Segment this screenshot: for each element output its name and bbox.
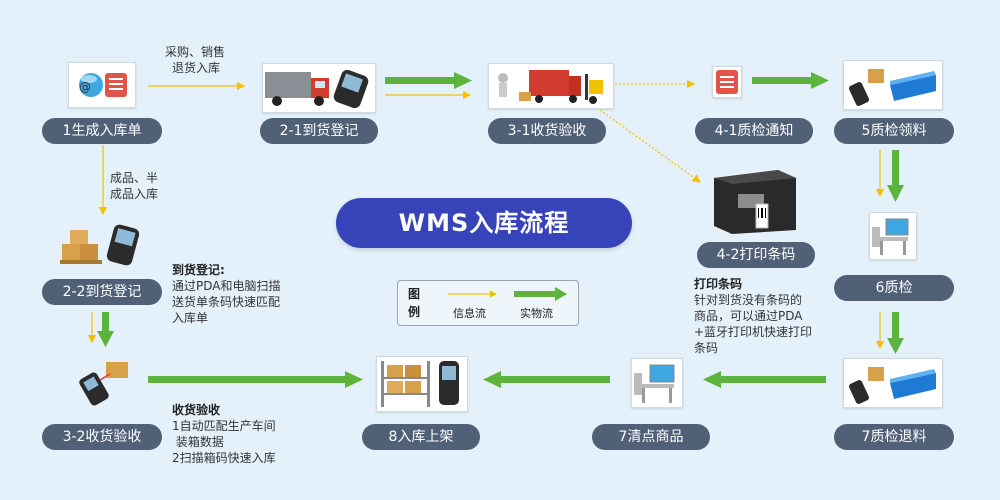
pda-bins-icon	[843, 60, 943, 110]
computer-desk-icon	[631, 358, 683, 408]
diagram-title: WMS入库流程	[336, 198, 632, 248]
legend-info-label: 信息流	[453, 307, 486, 320]
finished-label-line1: 成品、半	[110, 171, 159, 185]
receive-note-line: 装箱数据	[172, 435, 224, 449]
form-icon	[712, 66, 742, 98]
arrival-note-title: 到货登记:	[172, 263, 225, 277]
node-4-2-label: 4-2打印条码	[697, 242, 815, 268]
material-arrow-3-2-to-8	[148, 371, 363, 388]
node-7a-label: 7清点商品	[592, 424, 710, 450]
email-form-icon: @	[68, 62, 136, 108]
truck-forklift-icon	[488, 63, 614, 109]
legend-title-line2: 例	[408, 305, 421, 319]
purchase-label-line1: 采购、销售	[165, 45, 226, 59]
print-note-title: 打印条码	[694, 277, 743, 291]
receive-note-line: 1自动匹配生产车间	[172, 419, 276, 433]
print-note-line: +蓝牙打印机快速打印	[694, 325, 813, 339]
material-arrow-5-to-6	[887, 150, 904, 202]
computer-desk-icon	[869, 212, 917, 260]
material-arrow-2-1-to-3-1	[385, 72, 472, 89]
node-5-label: 5质检领料	[834, 118, 954, 144]
node-7b-label: 7质检退料	[834, 424, 954, 450]
legend-swatches	[448, 287, 567, 301]
pda-bins-icon	[843, 358, 943, 408]
node-2-2-label: 2-2到货登记	[42, 279, 162, 305]
boxes-pda-icon	[58, 220, 144, 270]
purchase-label-line2: 退货入库	[172, 61, 221, 75]
node-2-1-label: 2-1到货登记	[260, 118, 378, 144]
legend-title: 图 例	[408, 285, 422, 321]
arrival-note-line: 通过PDA和电脑扫描	[172, 279, 281, 293]
node-3-2-label: 3-2收货验收	[42, 424, 162, 450]
node-3-1-label: 3-1收货验收	[488, 118, 606, 144]
material-arrow-7a-to-8	[483, 371, 610, 388]
print-note-line: 商品，可以通过PDA	[694, 309, 803, 323]
node-4-1-label: 4-1质检通知	[695, 118, 813, 144]
print-note-line: 针对到货没有条码的	[694, 293, 803, 307]
truck-pda-icon	[262, 63, 376, 113]
node-8-label: 8入库上架	[362, 424, 480, 450]
legend-title-line1: 图	[408, 287, 421, 301]
legend-material-swatch	[514, 291, 556, 297]
material-arrow-4-1-to-5	[752, 72, 829, 89]
legend-material-label: 实物流	[520, 307, 553, 320]
print-note-line: 条码	[694, 341, 719, 355]
node-1-label: 1生成入库单	[42, 118, 162, 144]
material-arrow-7b-to-7a	[703, 371, 826, 388]
finished-label-line2: 成品入库	[110, 187, 159, 201]
receive-note-line: 2扫描箱码快速入库	[172, 451, 276, 465]
pda-scan-icon	[70, 360, 140, 410]
material-arrow-2-2-to-3-2	[97, 312, 114, 347]
material-arrow-6-to-7b	[887, 312, 904, 354]
info-arrow-3-1-to-4-2	[599, 109, 701, 183]
receive-note-title: 收货验收	[172, 403, 221, 417]
legend-box: 图 例 信息流 实物流	[397, 280, 579, 326]
receive-note: 收货验收 1自动匹配生产车间 装箱数据 2扫描箱码快速入库	[172, 402, 276, 466]
print-note: 打印条码 针对到货没有条码的 商品，可以通过PDA +蓝牙打印机快速打印 条码	[694, 276, 812, 356]
arrival-note: 到货登记: 通过PDA和电脑扫描 送货单条码快速匹配 入库单	[172, 262, 280, 326]
svg-text:@: @	[79, 80, 91, 94]
boxes-pda-icon	[376, 356, 468, 412]
barcode-printer-icon	[708, 164, 800, 234]
node-6-label: 6质检	[834, 275, 954, 301]
arrival-note-line: 送货单条码快速匹配	[172, 295, 281, 309]
arrival-note-line: 入库单	[172, 311, 209, 325]
